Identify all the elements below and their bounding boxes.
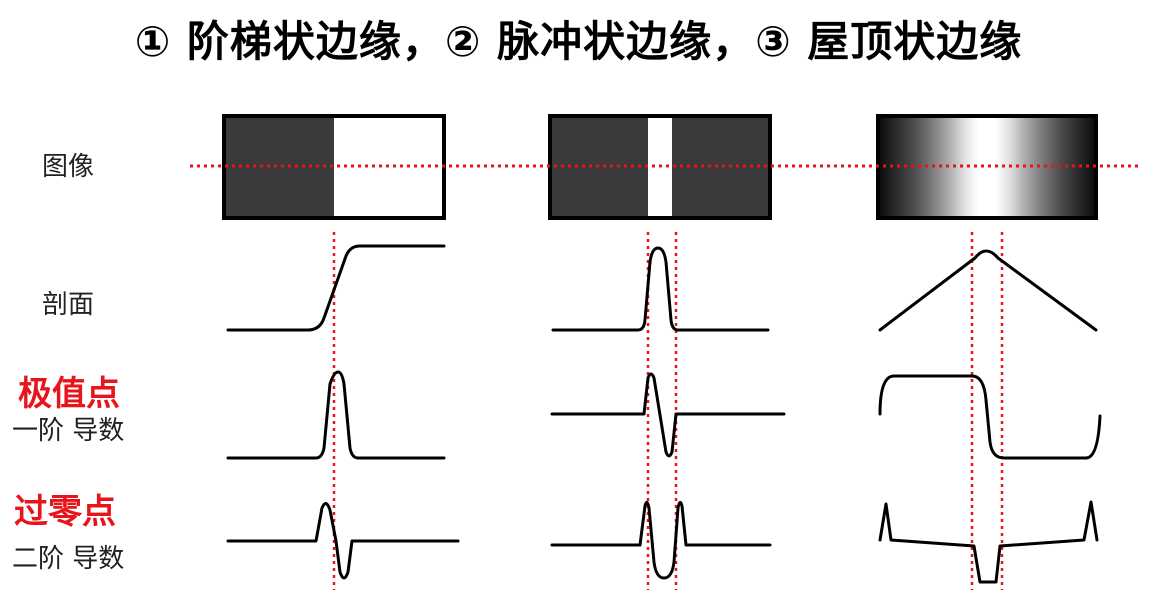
row-label-second-derivative: 二阶 导数	[12, 544, 125, 574]
step-edge-second-derivative	[226, 502, 460, 580]
pulse-edge-first-derivative	[550, 372, 786, 458]
step-edge-first-derivative	[226, 370, 446, 460]
roof-edge-second-derivative	[878, 500, 1099, 584]
pulse-edge-second-derivative	[550, 501, 772, 580]
row-label-profile: 剖面	[42, 290, 95, 320]
roof-edge-profile	[878, 249, 1098, 332]
step-edge-image	[222, 114, 446, 220]
pulse-edge-profile	[551, 246, 770, 332]
step-edge-profile	[226, 244, 446, 332]
page-title: ① 阶梯状边缘，② 脉冲状边缘，③ 屋顶状边缘	[134, 17, 1023, 66]
annotation-extremum: 极值点	[18, 374, 120, 414]
row-label-first-derivative: 一阶 导数	[12, 416, 125, 446]
roof-edge-image	[876, 114, 1098, 220]
roof-edge-first-derivative	[878, 374, 1102, 460]
annotation-zero-crossing: 过零点	[14, 492, 116, 532]
row-label-image: 图像	[42, 152, 95, 182]
